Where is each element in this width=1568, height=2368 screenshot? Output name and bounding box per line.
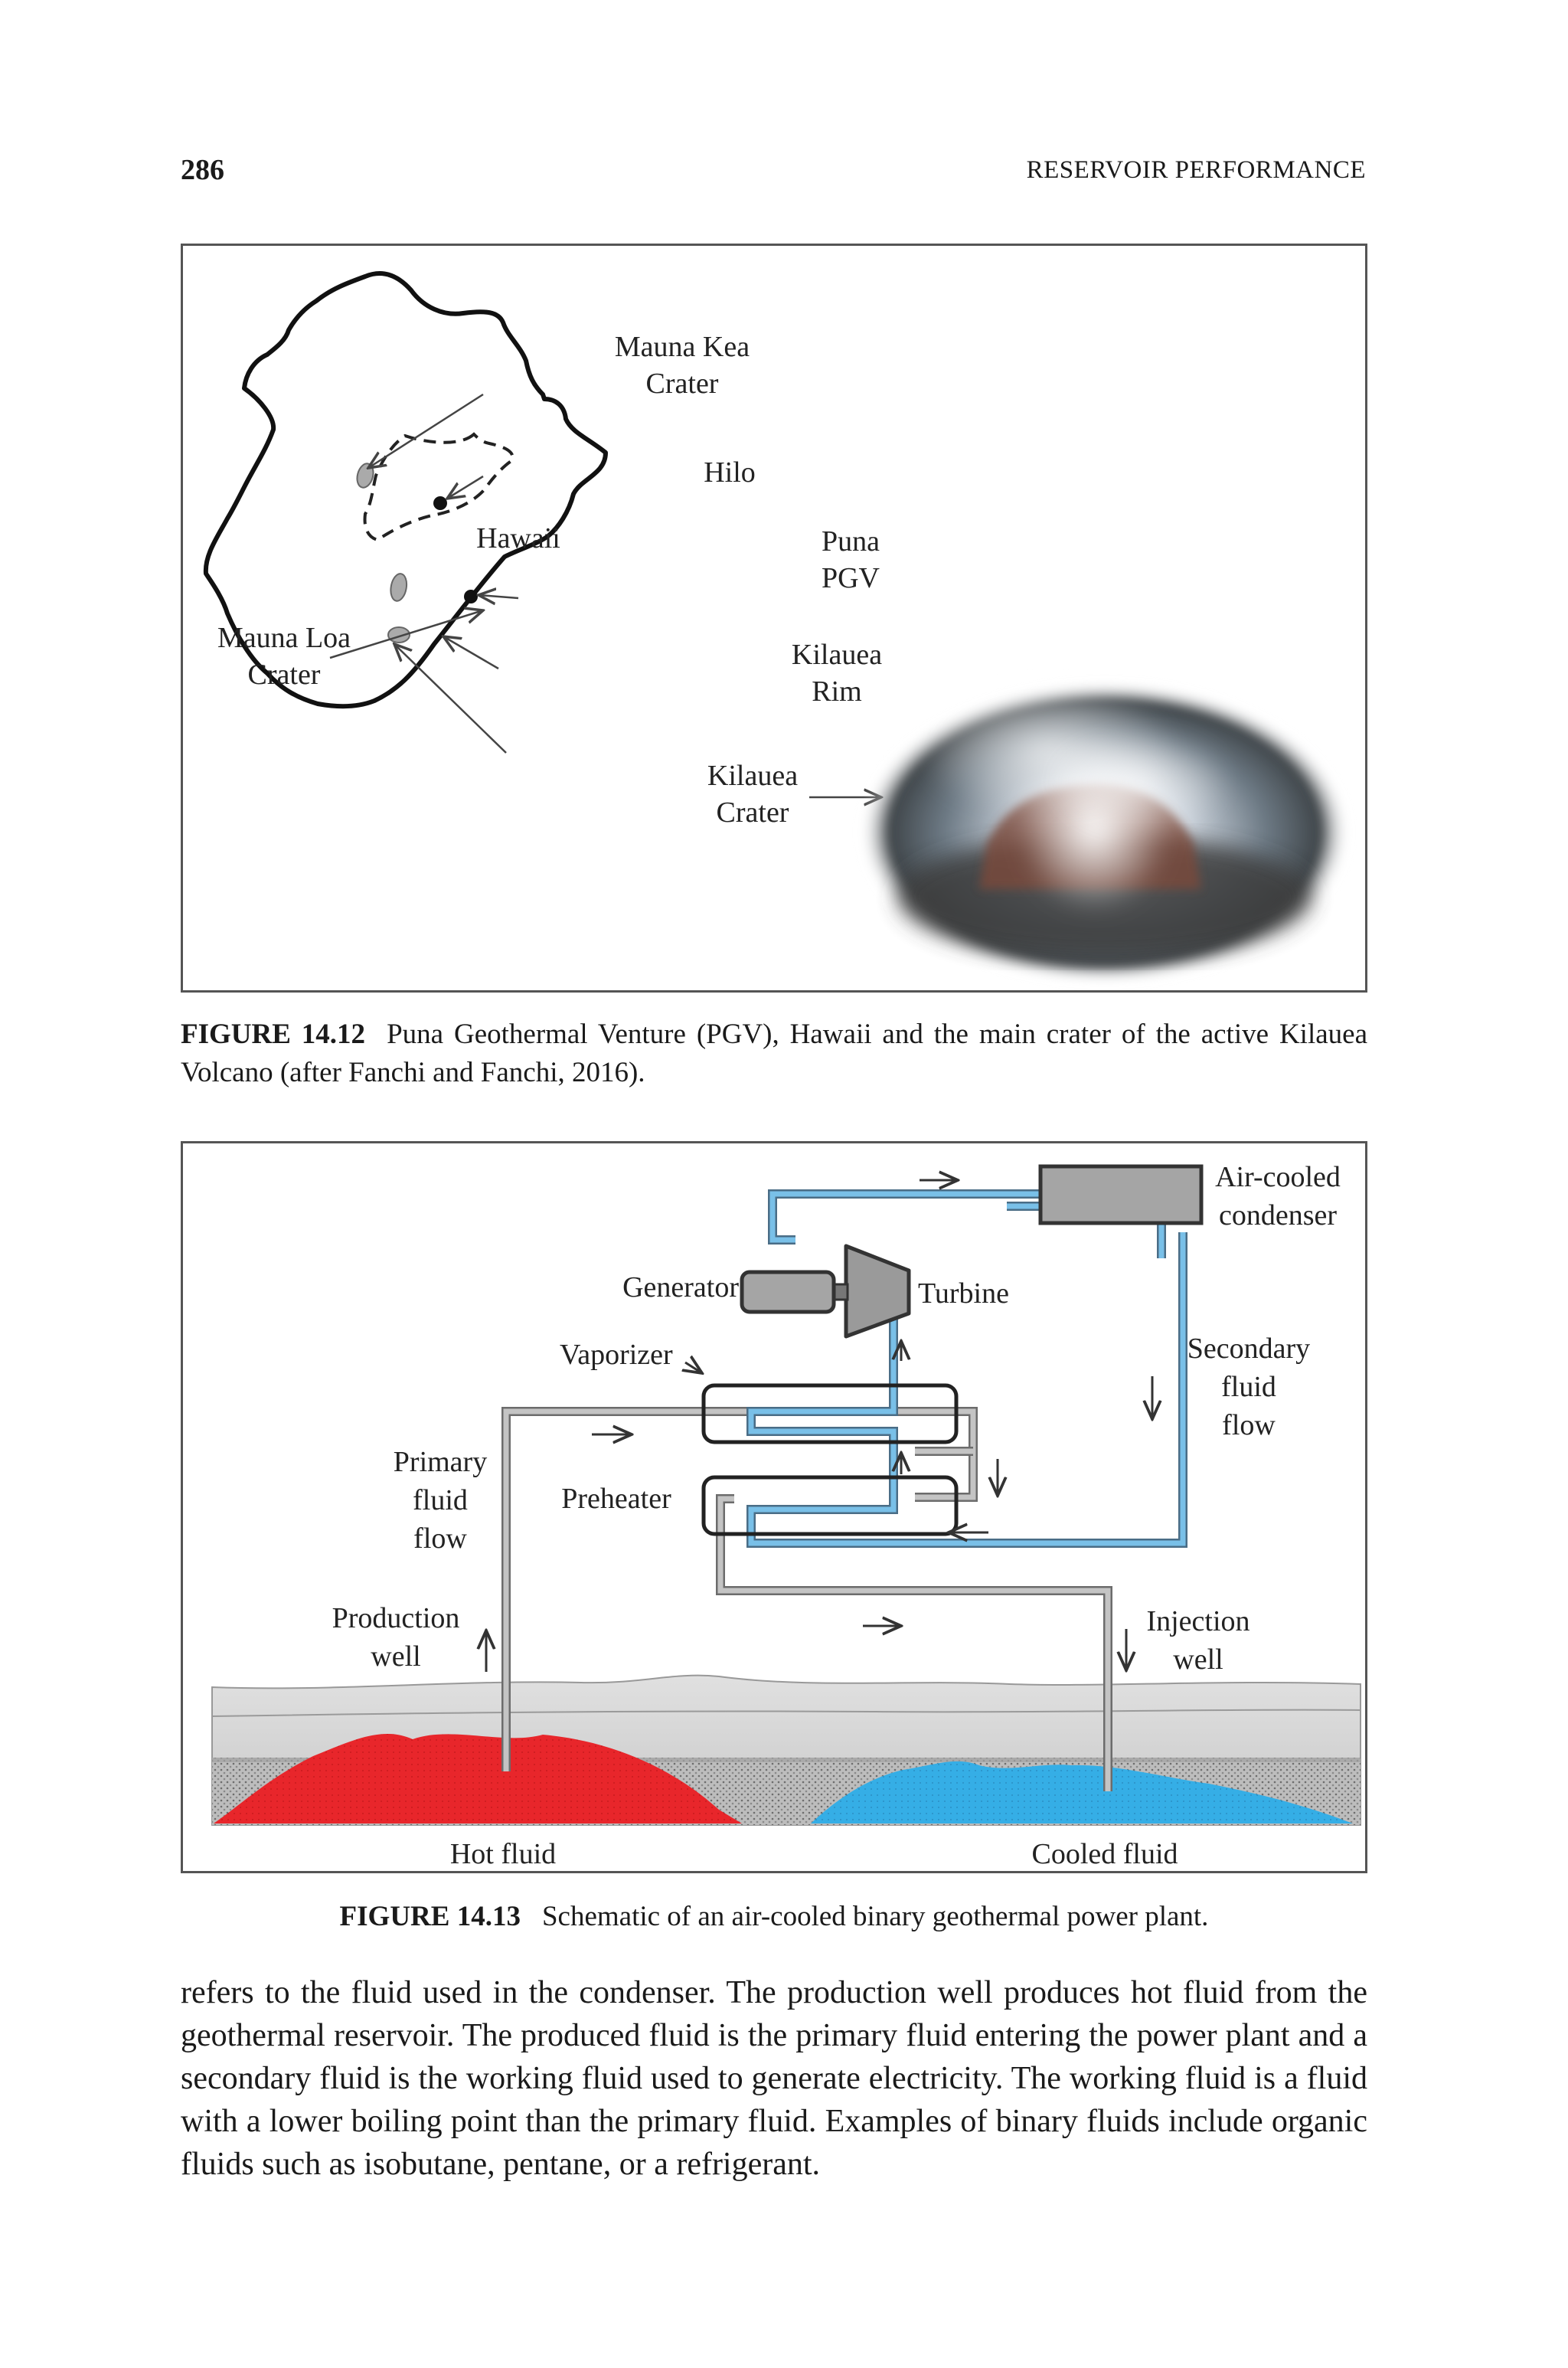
preheater-box (701, 1475, 959, 1536)
label-production-well: well (371, 1640, 420, 1673)
label-mauna-kea-crater: Crater (646, 368, 719, 400)
body-paragraph: refers to the fluid used in the condense… (181, 1975, 1367, 2182)
label-mauna-kea: Mauna Kea (615, 331, 750, 363)
kilauea-crater-photo (860, 682, 1350, 983)
ground-layers (211, 1674, 1361, 1826)
primary-fluid-piping (501, 1407, 1112, 1791)
page-number: 286 (181, 154, 224, 186)
hot-fluid-reservoir (214, 1733, 742, 1823)
label-hilo: Hilo (704, 456, 756, 489)
label-generator: Generator (622, 1271, 739, 1303)
label-primary-fluid: fluid (413, 1484, 468, 1516)
vaporizer-box (701, 1383, 959, 1444)
label-mauna-loa: Mauna Loa (217, 622, 351, 654)
mauna-loa-crater-icon (390, 573, 408, 602)
label-kilauea-rim-1: Kilauea (792, 639, 882, 671)
label-secondary-flow: flow (1222, 1409, 1276, 1441)
label-production: Production (332, 1602, 460, 1634)
label-primary-flow: flow (413, 1523, 467, 1555)
turbine (844, 1244, 911, 1339)
label-cooled-fluid: Cooled fluid (1031, 1838, 1178, 1870)
label-vaporizer: Vaporizer (560, 1339, 673, 1371)
label-puna: Puna (822, 525, 880, 558)
label-condenser: condenser (1219, 1199, 1337, 1231)
figure-label-14-12: FIGURE 14.12 (181, 1019, 366, 1050)
label-kilauea-rim-2: Rim (812, 675, 861, 708)
figure-caption-text-14-12: Puna Geothermal Venture (PGV), Hawaii an… (181, 1019, 1367, 1088)
label-secondary: Secondary (1187, 1333, 1310, 1365)
puna-pgv-dot (464, 590, 478, 603)
figure-caption-text-14-13: Schematic of an air-cooled binary geothe… (541, 1901, 1209, 1932)
kilauea-rim-outline (363, 432, 514, 542)
figure-label-14-13: FIGURE 14.13 (339, 1901, 521, 1932)
label-secondary-fluid: fluid (1221, 1371, 1276, 1403)
label-hot-fluid: Hot fluid (450, 1838, 556, 1870)
figure-caption-14-13: FIGURE 14.13 Schematic of an air-cooled b… (181, 1898, 1367, 1936)
figure-hawaii-map: Mauna Kea Crater Hilo Hawaii Puna PGV Ma… (181, 244, 1367, 993)
label-turbine: Turbine (918, 1277, 1009, 1310)
running-head: RESERVOIR PERFORMANCE (1026, 156, 1366, 184)
label-hawaii: Hawaii (476, 522, 560, 554)
label-pgv: PGV (822, 562, 880, 594)
label-kilauea-crater-1: Kilauea (707, 760, 798, 792)
label-kilauea-crater-2: Crater (717, 796, 789, 829)
label-mauna-loa-crater: Crater (248, 659, 321, 691)
figure-binary-power-plant: Air-cooled condenser Generator Turbine V… (181, 1141, 1367, 1873)
cooled-fluid-reservoir (811, 1761, 1353, 1823)
secondary-fluid-piping (746, 1189, 1187, 1548)
generator (740, 1270, 836, 1314)
hawaii-map-drawing: Mauna Kea Crater Hilo Hawaii Puna PGV Ma… (203, 271, 1350, 983)
hilo-dot (433, 496, 447, 510)
label-primary: Primary (394, 1446, 487, 1478)
label-air-cooled: Air-cooled (1215, 1161, 1341, 1193)
island-outline (203, 271, 608, 709)
label-injection-well: well (1173, 1644, 1223, 1676)
power-plant-schematic: Air-cooled condenser Generator Turbine V… (211, 1161, 1361, 1870)
label-injection: Injection (1146, 1605, 1250, 1637)
air-cooled-condenser (1038, 1164, 1204, 1225)
label-preheater: Preheater (561, 1483, 671, 1515)
